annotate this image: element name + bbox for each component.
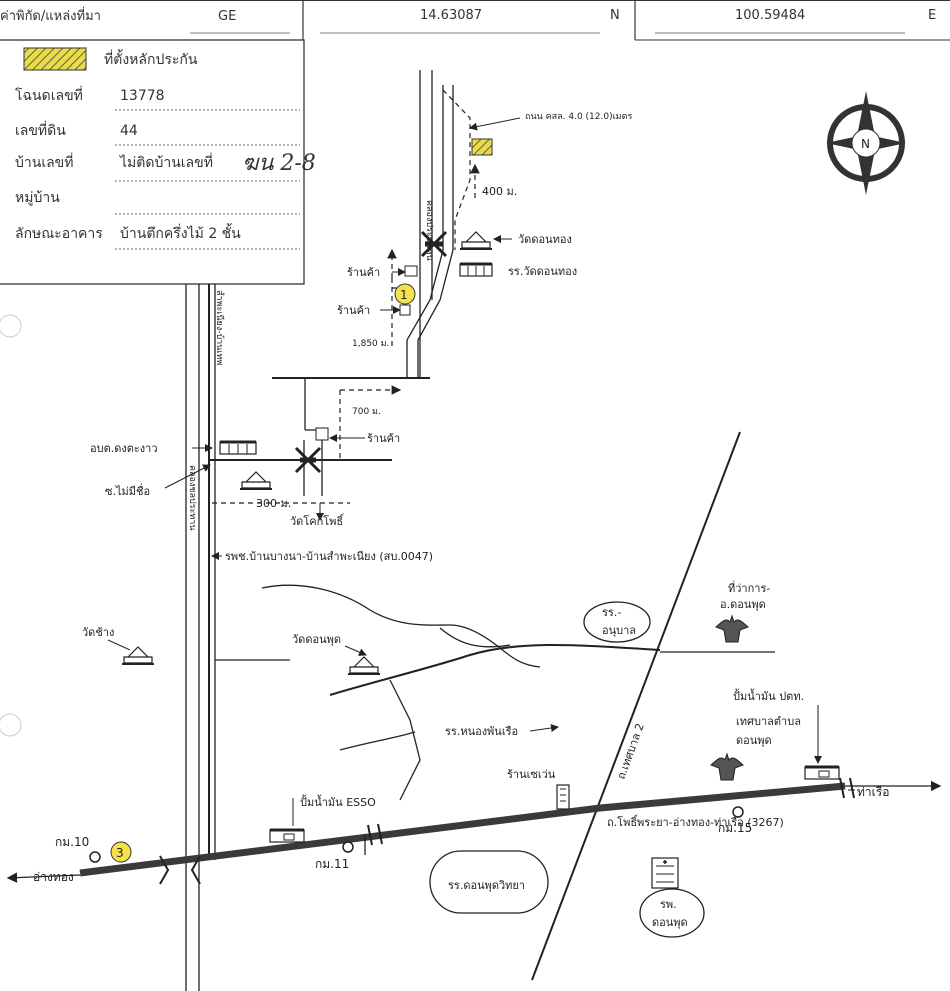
road-0047-label: รพช.บ้านบางนา-บ้านสำพะเนียง (สบ.0047) (225, 550, 433, 563)
temple-icon-chang (122, 646, 154, 665)
land-number-label: เลขที่ดิน (15, 121, 66, 139)
municipality-label-1: เทศบาลตำบล (736, 715, 801, 728)
main-road-3267 (6, 777, 942, 885)
wat-donphut-label: วัดดอนพุด (292, 633, 341, 646)
temple-icon (460, 231, 492, 250)
temple-icon-khok (240, 471, 272, 490)
compass-rose: N (826, 91, 906, 195)
handwritten-note: ฆน 2-8 (242, 151, 316, 176)
deed-number-label: โฉนดเลขที่ (15, 86, 83, 104)
road-width-label: ถนน คสล. 4.0 (12.0)เมตร (525, 112, 632, 122)
road-thesaban-2 (531, 431, 741, 981)
left-vertical-roads (185, 284, 216, 991)
village-label: หมู่บ้าน (15, 190, 60, 206)
canal-label: คลองประปนหน (424, 200, 434, 261)
compass-north-arrow-icon (858, 91, 874, 139)
obt-label: อบต.ดงตะงาว (90, 442, 158, 455)
km10-label: กม.10 (55, 835, 89, 849)
property-info-panel: ที่ตั้งหลักประกัน โฉนดเลขที่ 13778 เลขที… (0, 39, 316, 285)
district-office-label-1: ที่ว่าการ- (728, 580, 770, 595)
hospital-label-2: ดอนพุด (652, 916, 688, 929)
to-tharua-label: ท่าเรือ (857, 785, 889, 799)
school-donphut-label: รร.ดอนพุดวิทยา (448, 879, 525, 892)
compass-north-label: N (861, 137, 870, 151)
marker-3: 3 (110, 841, 132, 863)
coord-source-label: ค่าพิกัด/แหล่งที่มา (0, 7, 101, 24)
distance-300-label: 300 ม. (256, 497, 291, 510)
shop-label-3: ร้านค้า (367, 432, 400, 445)
building-type-label: ลักษณะอาคาร (15, 226, 103, 242)
collateral-location-marker (471, 138, 493, 156)
land-number-value: 44 (120, 123, 138, 139)
middle-roads (215, 584, 775, 801)
gas-station-ptt-icon (804, 765, 840, 780)
marker-1-label: 1 (400, 288, 408, 302)
house-number-value: ไม่ติดบ้านเลขที่ (119, 153, 213, 171)
marker-1: 1 (394, 283, 416, 305)
hospital-label-1: รพ. (660, 898, 677, 911)
seven-eleven-label: ร้านเซเว่น (507, 768, 556, 781)
distance-400-label: 400 ม. (482, 185, 517, 198)
km11-label: กม.11 (315, 857, 349, 871)
to-angthong-label: อ่างทอง (33, 870, 74, 884)
hospital-icon (651, 857, 679, 889)
garuda-icon-municipality (710, 752, 744, 781)
longitude-direction: E (928, 8, 936, 23)
punch-hole (0, 713, 22, 737)
latitude-direction: N (610, 8, 620, 23)
coordinate-header: ค่าพิกัด/แหล่งที่มา GE 14.63087 N 100.59… (0, 0, 950, 41)
garuda-icon (715, 614, 749, 643)
distance-700-label: 700 ม. (352, 407, 381, 417)
canal-left-label: คลองชลประทาน (187, 465, 197, 530)
latitude-value: 14.63087 (420, 8, 482, 23)
legend-label: ที่ตั้งหลักประกัน (104, 49, 198, 68)
gas-station-esso-icon (269, 828, 305, 843)
school-anuban-label-2: อนุบาล (602, 624, 636, 637)
wat-donthong-label: วัดดอนทอง (518, 233, 572, 246)
km15-label: กม.15 (718, 821, 752, 835)
temple-icon-donphut (348, 656, 380, 675)
shop-label-2: ร้านค้า (337, 304, 370, 317)
km11-post-icon (342, 841, 354, 853)
store-711-icon (556, 784, 570, 810)
school-anuban-label-1: รร.- (602, 606, 621, 619)
school-icon (459, 262, 493, 277)
building-type-value: บ้านตึกครึ่งไม้ 2 ชั้น (120, 223, 241, 242)
district-office-label-2: อ.ดอนพุด (720, 598, 766, 611)
wat-khok-label: วัดโคกโพธิ์ (290, 513, 345, 528)
gas-ptt-label: ปั้มน้ำมัน ปตท. (733, 688, 804, 703)
road-sampayiang-label: สำพะเนียง-บ้านเทพ (214, 290, 225, 365)
shop-label-1: ร้านค้า (347, 266, 380, 279)
municipality-label-2: ดอนพุด (736, 734, 772, 747)
legend-swatch (23, 47, 87, 71)
deed-number-value: 13778 (120, 88, 165, 104)
gas-esso-label: ปั้มน้ำมัน ESSO (300, 794, 376, 809)
punch-hole (0, 314, 22, 338)
office-icon (219, 440, 257, 455)
wat-chang-label: วัดช้าง (82, 626, 114, 639)
house-number-label: บ้านเลขที่ (15, 153, 73, 171)
distance-1850-label: 1,850 ม. (352, 339, 389, 349)
km10-post-icon (89, 851, 101, 863)
marker-3-label: 3 (116, 846, 124, 860)
school-donthong-label: รร.วัดดอนทอง (508, 265, 577, 278)
longitude-value: 100.59484 (735, 8, 805, 23)
school-nongphan-label: รร.หนองพันเรือ (445, 725, 518, 738)
upper-road-network (210, 70, 521, 521)
coord-source-value: GE (218, 9, 236, 24)
main-road-label: ถ.โพธิ์พระยา-อ่างทอง-ท่าเรือ (3267) (607, 814, 784, 829)
km15-post-icon (732, 806, 744, 818)
school-donphut-shape (429, 850, 549, 914)
soi-noname-label: ซ.ไม่มีชื่อ (105, 483, 150, 498)
